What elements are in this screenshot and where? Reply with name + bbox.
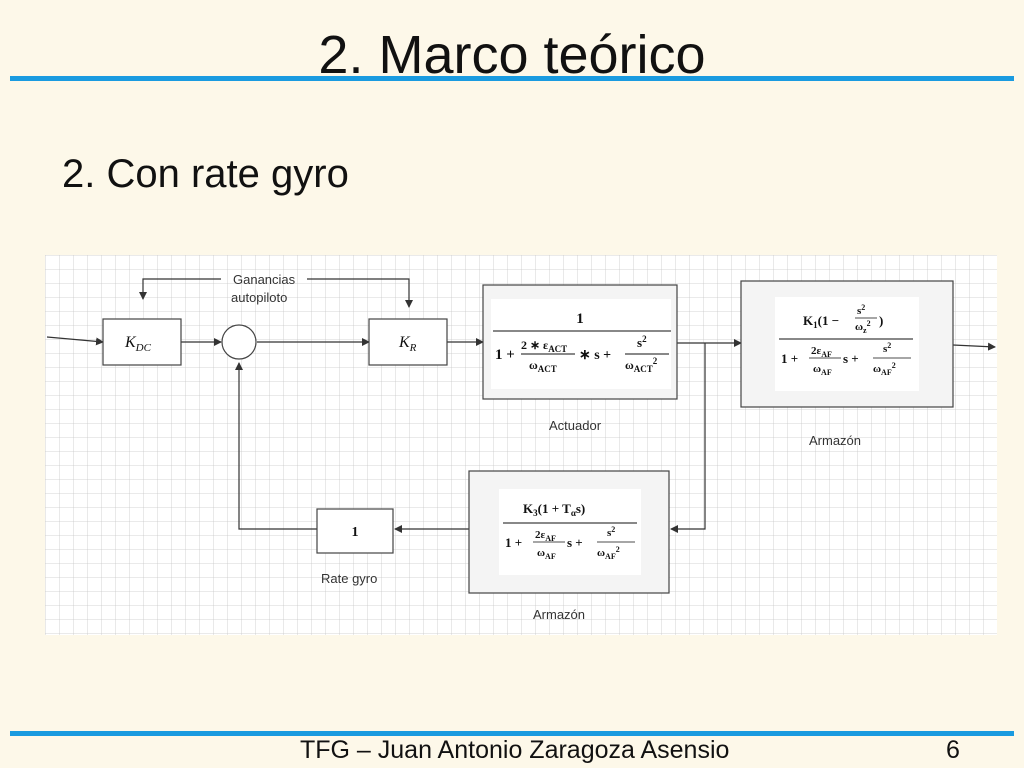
- footer-author: TFG – Juan Antonio Zaragoza Asensio: [300, 736, 730, 764]
- svg-text:2εAF: 2εAF: [811, 345, 832, 359]
- airframe-bottom-caption: Armazón: [533, 607, 585, 622]
- svg-text:s2: s2: [857, 303, 865, 317]
- svg-text:∗ s +: ∗ s +: [579, 348, 611, 363]
- title-underline: [10, 76, 1014, 81]
- svg-text:ωAF2: ωAF2: [873, 361, 896, 377]
- actuator-formula-bg: [491, 299, 671, 389]
- block-diagram: Ganancias autopiloto KDC KR 1 1 + 2 ∗ εA…: [45, 255, 997, 635]
- slide-subtitle: 2. Con rate gyro: [62, 152, 349, 196]
- svg-text:ωAF: ωAF: [813, 363, 832, 377]
- wire-branch-down: [670, 343, 706, 533]
- summing-junction: [221, 324, 257, 360]
- footer-rule: [10, 731, 1014, 736]
- rate-gyro-caption: Rate gyro: [321, 571, 377, 586]
- wire-input: [46, 336, 104, 346]
- svg-text:2εAF: 2εAF: [535, 529, 556, 543]
- svg-text:1 +: 1 +: [495, 347, 515, 363]
- svg-text:s2: s2: [883, 341, 891, 355]
- airframe-top-formula-bg: [775, 297, 919, 391]
- gains-label-line1: Ganancias: [233, 272, 296, 287]
- actuator-formula: 1 1 + 2 ∗ εACT ωACT ∗ s + s2 ωACT2: [493, 311, 671, 374]
- kr-block: [368, 318, 448, 366]
- svg-text:1: 1: [576, 311, 584, 327]
- svg-text:s2: s2: [607, 525, 615, 539]
- svg-text:ωACT: ωACT: [529, 358, 557, 374]
- svg-text:ωz2: ωz2: [855, 319, 871, 335]
- svg-text:ωAF2: ωAF2: [597, 545, 620, 561]
- svg-text:2 ∗ εACT: 2 ∗ εACT: [521, 338, 567, 354]
- wire-gyro-feedback: [235, 362, 317, 530]
- svg-text:s +: s +: [843, 351, 859, 366]
- svg-text:): ): [879, 313, 883, 328]
- rate-gyro-value: 1: [352, 525, 359, 540]
- gains-label-line2: autopiloto: [231, 290, 287, 305]
- wire-gain-kdc: [139, 278, 221, 300]
- kdc-block: [102, 318, 182, 366]
- svg-text:ωAF: ωAF: [537, 547, 556, 561]
- svg-text:K1(1 −: K1(1 −: [803, 313, 839, 330]
- rate-gyro-block: [316, 508, 394, 554]
- slide-title: 2. Marco teórico: [318, 25, 706, 85]
- svg-text:1 +: 1 +: [505, 535, 522, 550]
- svg-text:K3(1 + Tαs): K3(1 + Tαs): [523, 501, 585, 518]
- page-number: 6: [946, 736, 960, 764]
- airframe-top-formula: K1(1 − s2 ωz2 ) 1 + 2εAF ωAF s + s2 ωAF2: [779, 303, 913, 377]
- airframe-top-caption: Armazón: [809, 433, 861, 448]
- kdc-symbol: KDC: [124, 334, 152, 354]
- wire-gain-kr: [307, 278, 413, 308]
- airframe-bottom-formula: K3(1 + Tαs) 1 + 2εAF ωAF s + s2 ωAF2: [503, 501, 637, 561]
- airframe-bottom-formula-bg: [499, 489, 641, 575]
- kr-symbol: KR: [398, 334, 417, 354]
- svg-text:s +: s +: [567, 535, 583, 550]
- wire-output: [952, 342, 996, 351]
- svg-text:s2: s2: [637, 334, 647, 350]
- svg-text:1 +: 1 +: [781, 351, 798, 366]
- actuator-caption: Actuador: [549, 418, 602, 433]
- svg-text:ωACT2: ωACT2: [625, 356, 658, 374]
